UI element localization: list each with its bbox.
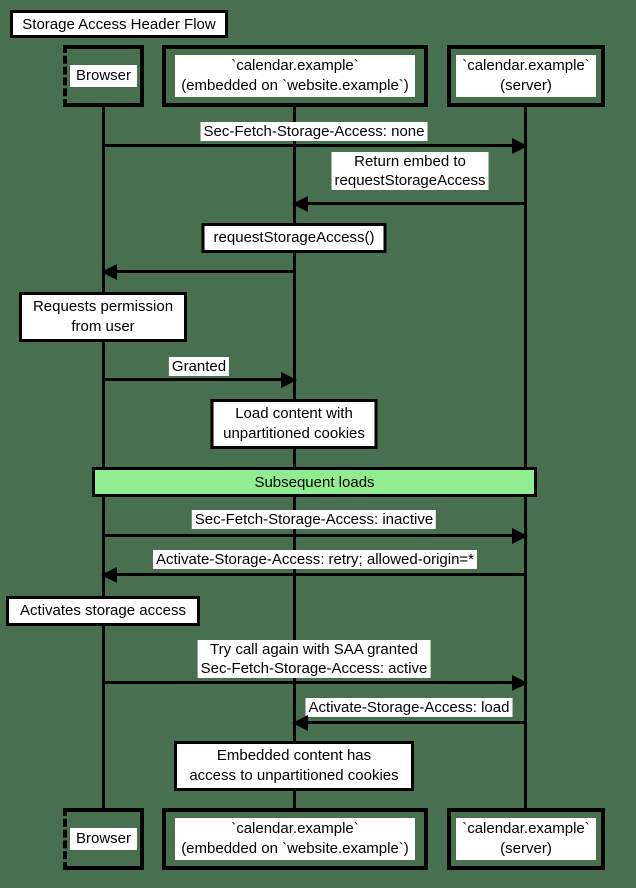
message-label-return-embed: Return embed to requestStorageAccess: [331, 152, 489, 190]
message-arrow-call-browser: [103, 270, 295, 273]
participant-browser-bottom: Browser: [63, 808, 144, 870]
loop-band-subsequent-loads: Subsequent loads: [92, 467, 537, 497]
message-arrow-sec-fetch-none: [103, 144, 526, 147]
message-label-sec-fetch-none: Sec-Fetch-Storage-Access: none: [200, 122, 428, 141]
message-arrow-granted: [103, 378, 295, 381]
participant-browser-top: Browser: [63, 45, 144, 107]
lifeline-browser: [102, 107, 105, 810]
note-activates-storage-access: Activates storage access: [6, 596, 200, 626]
lifeline-embed: [293, 107, 296, 810]
participant-server-bottom: `calendar.example` (server): [447, 808, 605, 870]
diagram-title: Storage Access Header Flow: [10, 10, 228, 38]
message-label-activate-load: Activate-Storage-Access: load: [305, 698, 513, 717]
message-label-activate-retry: Activate-Storage-Access: retry; allowed-…: [152, 550, 478, 569]
participant-browser-label: Browser: [69, 65, 137, 87]
participant-embed-bottom: `calendar.example` (embedded on `website…: [162, 808, 428, 870]
note-request-storage-access: requestStorageAccess(): [201, 223, 387, 253]
message-arrow-activate-load: [294, 721, 526, 724]
message-arrow-try-call-again: [103, 681, 526, 684]
message-arrow-return-embed: [294, 202, 526, 205]
note-requests-permission: Requests permission from user: [19, 292, 187, 342]
message-label-granted: Granted: [168, 357, 230, 376]
message-arrow-activate-retry: [103, 573, 526, 576]
message-label-try-call-again: Try call again with SAA granted Sec-Fetc…: [197, 640, 431, 678]
note-load-content: Load content with unpartitioned cookies: [210, 399, 378, 449]
participant-server-top: `calendar.example` (server): [447, 45, 605, 107]
participant-embed-label: `calendar.example` (embedded on `website…: [175, 55, 415, 97]
message-arrow-sec-fetch-inactive: [103, 534, 526, 537]
lifeline-server: [524, 107, 527, 810]
note-embedded-content-access: Embedded content has access to unpartiti…: [174, 741, 414, 791]
participant-server-label: `calendar.example` (server): [456, 818, 596, 860]
message-label-sec-fetch-inactive: Sec-Fetch-Storage-Access: inactive: [191, 510, 437, 529]
participant-server-label: `calendar.example` (server): [456, 55, 596, 97]
loop-band-label: Subsequent loads: [254, 473, 375, 491]
participant-embed-label: `calendar.example` (embedded on `website…: [175, 818, 415, 860]
participant-browser-label: Browser: [69, 828, 137, 850]
participant-embed-top: `calendar.example` (embedded on `website…: [162, 45, 428, 107]
